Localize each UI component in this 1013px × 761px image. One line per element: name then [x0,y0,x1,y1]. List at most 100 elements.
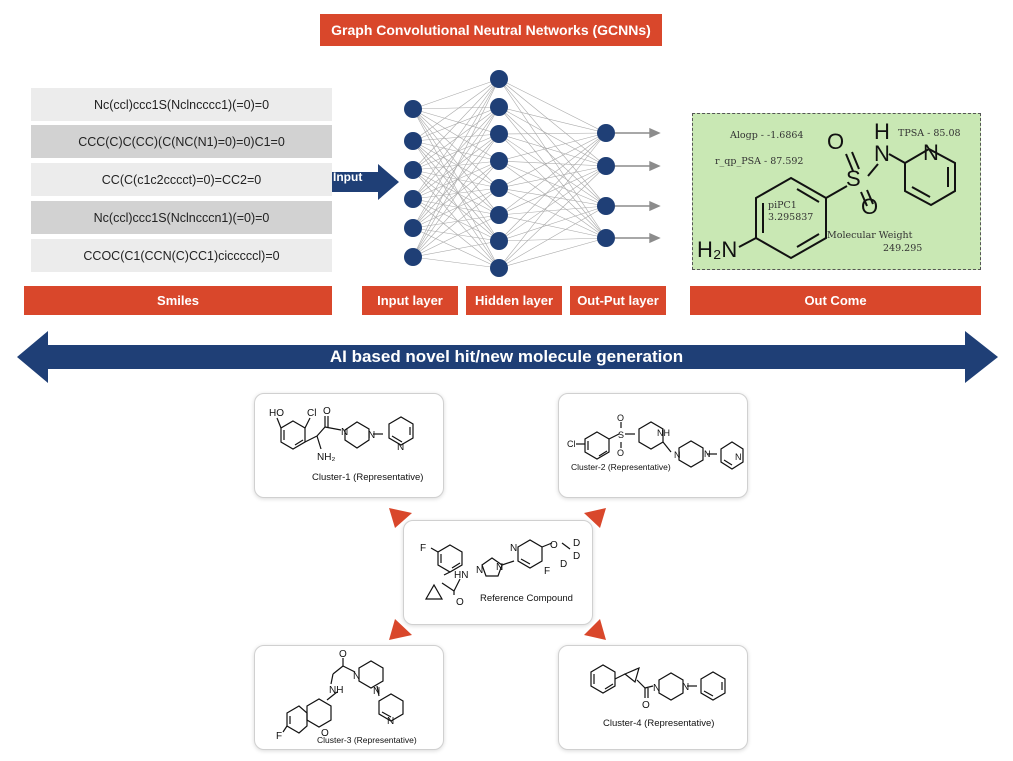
connection-line [498,133,607,239]
diagram-title: Graph Convolutional Neutral Networks (GC… [320,14,662,46]
connection-line [412,78,500,110]
atom-label: NH [657,428,670,438]
connection-line [498,78,607,167]
connection-line [412,140,500,216]
connection-line [412,108,500,135]
mw-value: 249.295 [883,243,923,254]
atom-o: O [861,194,878,219]
connection-line [412,187,500,200]
atom-label: O [642,700,650,711]
input-node [404,100,422,118]
connection-line [412,160,500,200]
reference-structure: F HN N N N O D D D F O [420,538,580,608]
connection-line [498,165,607,242]
atom-label: Cl [307,408,316,419]
atom-label: N [510,543,517,554]
pipc1-label: piPC1 [768,200,797,211]
atom-label: N [368,430,375,441]
input-label: Input [333,170,363,184]
atom-label: HN [454,570,468,581]
hidden-node [490,125,508,143]
connection-line [412,169,500,242]
atom-label: O [339,649,347,660]
cluster-1-structure: HO Cl O N N N NH₂ [269,406,414,463]
atom-n-ring: N [923,140,939,165]
atom-label: D [560,559,567,570]
connection-line [412,140,500,189]
banner-arrow [17,331,998,383]
reference-label: Reference Compound [480,593,573,604]
connection-line [412,78,500,229]
hidden-node [490,70,508,88]
connection-line [412,169,500,269]
atom-o: O [827,129,844,154]
corner-arrow [584,619,606,640]
cluster-4-structure: O N N [590,664,726,711]
input-arrow [332,164,399,200]
connection-line [498,78,607,134]
connection-line [498,132,607,135]
smiles-row: Nc(ccl)ccc1S(Nclncccn1)(=0)=0 [31,201,332,234]
connection-line [412,214,500,229]
connection-line [498,205,607,216]
connection-line [498,132,607,242]
output-arrowhead [649,127,661,139]
output-node [597,157,615,175]
connection-line [498,160,607,167]
cluster-4-card: O N N Cluster-4 (Representative) [558,645,748,750]
atom-label: N [353,671,360,682]
atom-label: S [618,430,624,440]
connection-line [498,133,607,167]
hidden-node [490,152,508,170]
hidden-node [490,179,508,197]
connection-line [498,237,607,269]
atom-label: NH₂ [317,452,335,463]
connection-line [412,133,500,229]
hidden-node [490,259,508,277]
atom-label: N [496,562,503,573]
connection-line [412,160,500,258]
connection-line [412,187,500,229]
atom-s: S [846,166,861,191]
connection-line [498,133,607,207]
atom-label: D [573,551,580,562]
output-node [597,197,615,215]
connection-line [498,160,607,207]
connection-line [412,106,500,142]
connection-line [498,165,607,216]
atom-h: H [874,119,890,144]
cluster-3-card: O NH N N N F O Cluster-3 (Representative… [254,645,444,750]
output-node [597,229,615,247]
atom-label: N [387,716,394,727]
atom-label: O [617,448,624,458]
atom-label: O [456,597,464,608]
input-layer-label: Input layer [362,286,458,315]
input-node [404,190,422,208]
connection-line [498,165,607,269]
sulfapyridine-structure: O S O N H N H₂N [697,119,956,262]
input-node [404,132,422,150]
atom-label: F [420,543,426,554]
alogp-value: Alogp - -1.6864 [730,130,804,141]
atom-label: D [573,538,580,549]
smiles-row: CCC(C)C(CC)(C(NC(N1)=0)=0)C1=0 [31,125,332,158]
connection-line [412,106,500,258]
cluster-2-label: Cluster-2 (Representative) [571,462,671,472]
connection-line [412,198,500,269]
connection-line [412,169,500,216]
hidden-node [490,206,508,224]
connection-line [412,133,500,171]
connection-line [412,108,500,162]
smiles-row: CCOC(C1(CCN(C)CC1)cicccccl)=0 [31,239,332,272]
atom-label: N [653,683,660,694]
connection-line [498,106,607,134]
connection-line [498,132,607,216]
atom-label: O [323,406,331,417]
reference-card: F HN N N N O D D D F O Reference Compoun… [403,520,593,625]
input-node [404,161,422,179]
input-node [404,248,422,266]
atom-label: F [544,566,550,577]
corner-arrow [389,619,412,640]
atom-label: O [617,413,624,423]
